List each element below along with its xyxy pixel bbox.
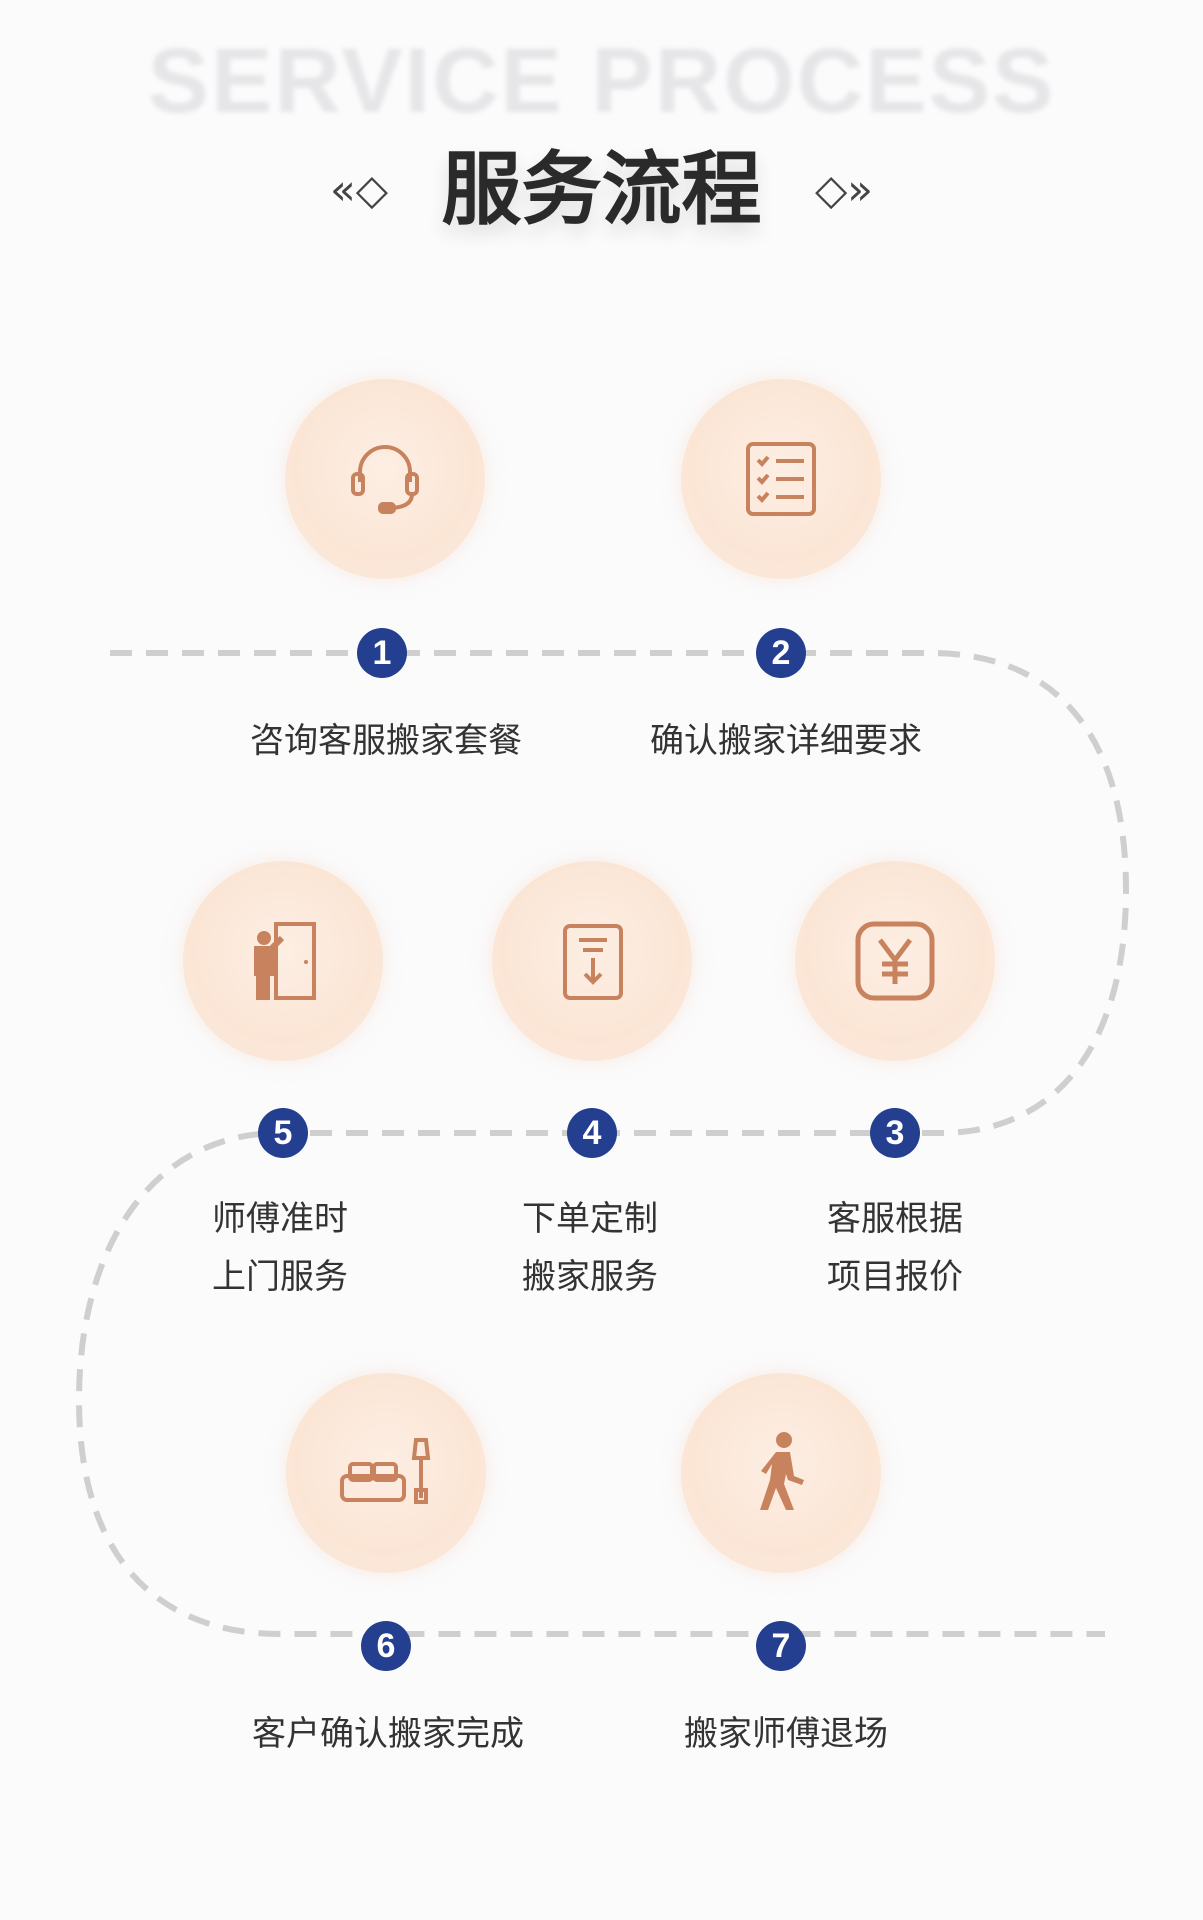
door-knock-icon bbox=[254, 922, 316, 1000]
yen-icon bbox=[855, 921, 935, 1001]
step-3-badge: 3 bbox=[870, 1108, 920, 1158]
sofa-lamp-icon bbox=[340, 1438, 431, 1504]
step-3-circle bbox=[795, 861, 995, 1061]
step-1-label: 咨询客服搬家套餐 bbox=[250, 721, 522, 761]
step-7-label: 搬家师傅退场 bbox=[684, 1714, 888, 1754]
step-3-label-line2: 项目报价 bbox=[827, 1257, 963, 1297]
step-4-circle bbox=[492, 861, 692, 1061]
step-6-label: 客户确认搬家完成 bbox=[252, 1714, 524, 1754]
step-7-circle bbox=[681, 1373, 881, 1573]
step-1-circle bbox=[285, 379, 485, 579]
page-title: 服务流程 bbox=[441, 143, 762, 236]
step-6-circle bbox=[286, 1373, 486, 1573]
right-diamond-icon: ◇» bbox=[815, 165, 873, 214]
headset-icon bbox=[351, 445, 419, 514]
watermark-text: SERVICE PROCESS bbox=[147, 30, 1056, 132]
step-7-badge: 7 bbox=[756, 1621, 806, 1671]
step-2-label: 确认搬家详细要求 bbox=[650, 721, 922, 761]
step-4-label-line1: 下单定制 bbox=[522, 1199, 658, 1239]
step-2-badge: 2 bbox=[756, 628, 806, 678]
step-4-label-line2: 搬家服务 bbox=[522, 1257, 658, 1297]
step-5-label-line2: 上门服务 bbox=[212, 1257, 348, 1297]
walking-person-icon bbox=[760, 1432, 804, 1510]
step-2-circle bbox=[681, 379, 881, 579]
step-6-badge: 6 bbox=[361, 1621, 411, 1671]
step-5-label-line1: 师傅准时 bbox=[212, 1199, 348, 1239]
step-1-badge: 1 bbox=[357, 628, 407, 678]
order-download-icon bbox=[563, 924, 623, 1000]
checklist-icon bbox=[746, 442, 816, 516]
step-3-label-line1: 客服根据 bbox=[827, 1199, 963, 1239]
step-5-badge: 5 bbox=[258, 1108, 308, 1158]
left-diamond-icon: «◇ bbox=[330, 165, 388, 214]
step-4-badge: 4 bbox=[567, 1108, 617, 1158]
step-5-circle bbox=[183, 861, 383, 1061]
